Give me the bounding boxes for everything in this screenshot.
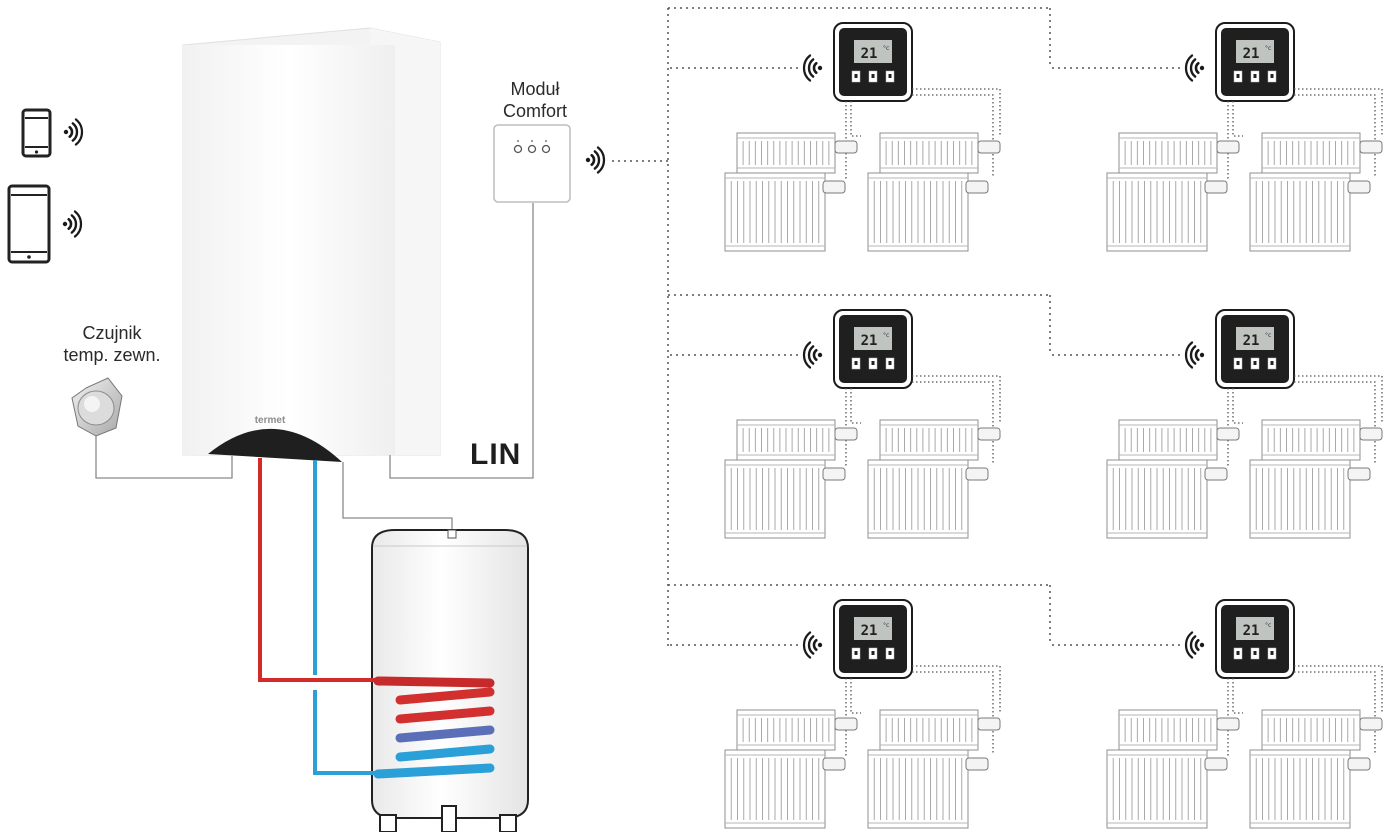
room-thermostat: 21 °c	[833, 22, 913, 102]
room-thermostat: 21 °c	[833, 309, 913, 389]
outdoor-sensor	[71, 377, 123, 437]
outdoor-sensor-label-line2: temp. zewn.	[63, 345, 161, 365]
lin-wire	[389, 203, 534, 479]
wireless-signal-icon	[585, 146, 606, 174]
brand-logo: termet	[255, 415, 286, 426]
tank-supply-wire	[342, 462, 453, 535]
wireless-signal-icon	[802, 54, 823, 82]
svg-text:°c: °c	[883, 622, 889, 629]
room-thermostat: 21 °c	[833, 599, 913, 679]
heating-zone-2: 21 °c	[1052, 22, 1383, 252]
heating-zone-6: 21 °c	[1052, 599, 1383, 829]
wireless-signal-icon	[1184, 631, 1205, 659]
svg-text:°c: °c	[1265, 45, 1271, 52]
thermostat-display: 21	[861, 333, 878, 349]
wireless-signal-icon	[63, 118, 84, 146]
comfort-module-label-line2: Comfort	[502, 101, 567, 121]
wireless-signal-icon	[1184, 54, 1205, 82]
room-thermostat: 21 °c	[1215, 309, 1295, 389]
cold-pipe	[313, 460, 378, 775]
wireless-signal-icon	[802, 631, 823, 659]
thermostat-display: 21	[1243, 623, 1260, 639]
heating-zones: 21 °c 21 °c 21 °c 21 °c 21 °c 21 °c	[670, 22, 1383, 829]
boiler: termet	[182, 27, 441, 462]
outdoor-sensor-label-line1: Czujnik	[82, 323, 142, 343]
heating-zone-1: 21 °c	[670, 22, 1001, 252]
heating-zone-4: 21 °c	[1052, 309, 1383, 539]
svg-text:°c: °c	[883, 332, 889, 339]
svg-text:°c: °c	[1265, 622, 1271, 629]
room-thermostat: 21 °c	[1215, 22, 1295, 102]
tablet-icon	[7, 184, 51, 264]
comfort-module	[493, 124, 571, 203]
hot-pipe	[258, 458, 378, 682]
comfort-module-label: Moduł Comfort	[500, 78, 570, 122]
heat-exchanger-coil	[373, 676, 495, 779]
room-thermostat: 21 °c	[1215, 599, 1295, 679]
thermostat-display: 21	[861, 46, 878, 62]
outdoor-sensor-label: Czujnik temp. zewn.	[52, 322, 172, 366]
thermostat-display: 21	[1243, 46, 1260, 62]
thermostat-display: 21	[1243, 333, 1260, 349]
svg-text:°c: °c	[883, 45, 889, 52]
lin-bus-label: LIN	[470, 438, 522, 471]
sensor-wire	[95, 420, 233, 479]
static-signal-icons	[62, 118, 606, 238]
wireless-signal-icon	[1184, 341, 1205, 369]
wireless-signal-icon	[802, 341, 823, 369]
svg-text:°c: °c	[1265, 332, 1271, 339]
smartphone-icon	[21, 108, 52, 158]
heating-zone-3: 21 °c	[670, 309, 1001, 539]
wireless-bus	[612, 7, 1051, 648]
heating-zone-5: 21 °c	[670, 599, 1001, 829]
thermostat-display: 21	[861, 623, 878, 639]
wireless-signal-icon	[62, 210, 83, 238]
comfort-module-label-line1: Moduł	[510, 79, 560, 99]
